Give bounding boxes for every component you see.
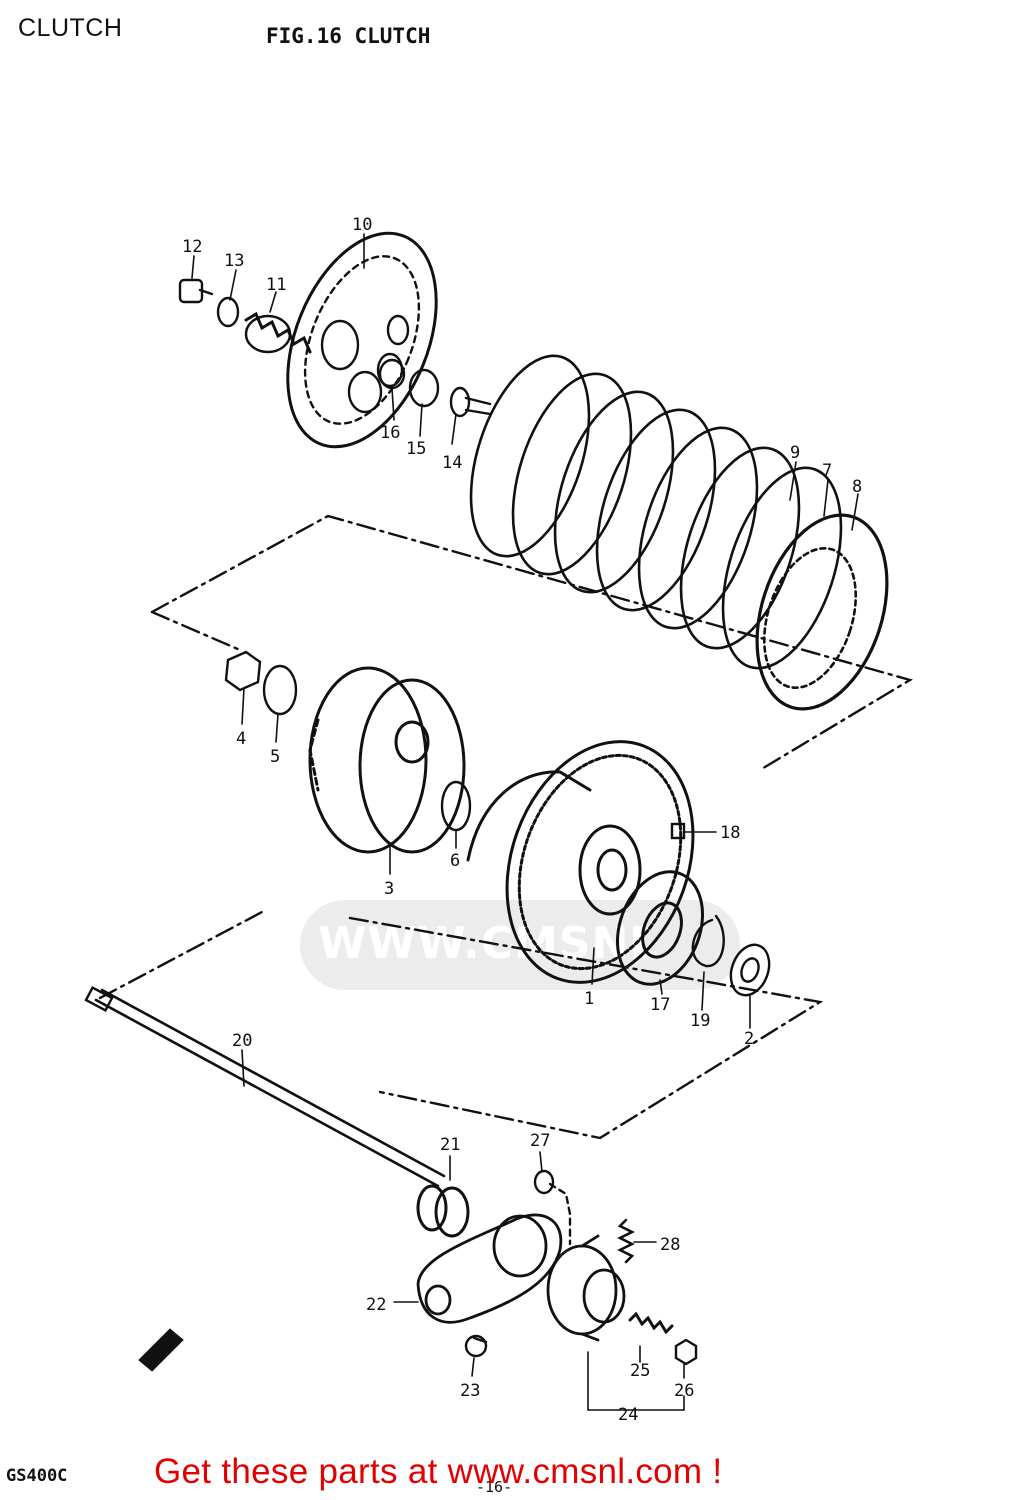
callout-13: 13 [224, 251, 244, 271]
callout-20: 20 [232, 1031, 252, 1051]
push-piece-part-14 [449, 386, 492, 418]
spring-part-25 [628, 1311, 674, 1335]
callout-23: 23 [460, 1381, 480, 1401]
callout-2: 2 [744, 1029, 754, 1049]
page-title: CLUTCH [18, 14, 123, 42]
callout-22: 22 [366, 1295, 386, 1315]
assembly-guide-lower [98, 910, 824, 1140]
leader-lines [191, 233, 859, 1411]
figure-title: FIG.16 CLUTCH [266, 24, 431, 48]
callout-19: 19 [690, 1011, 710, 1031]
model-code: GS400C [6, 1466, 68, 1486]
callout-28: 28 [660, 1235, 680, 1255]
nut-part-26 [674, 1338, 698, 1366]
lock-washer-part-5 [262, 664, 298, 716]
circlip-part-19 [691, 914, 725, 968]
callout-9: 9 [790, 443, 800, 463]
callout-12: 12 [182, 237, 202, 257]
clutch-spring-part-11 [244, 311, 312, 354]
callout-17: 17 [650, 995, 670, 1015]
callout-8: 8 [852, 477, 862, 497]
callout-11: 11 [266, 275, 286, 295]
return-spring-part-28 [617, 1218, 635, 1264]
assembly-guide-upper [150, 514, 914, 772]
sleeve-hub-part-3 [308, 666, 466, 854]
callout-27: 27 [530, 1131, 550, 1151]
clutch-release-part-24 [546, 1234, 626, 1342]
spacer-part-18 [670, 822, 686, 840]
callout-21: 21 [440, 1135, 460, 1155]
callout-25: 25 [630, 1361, 650, 1381]
clutch-plate-stack [469, 354, 889, 711]
callout-24: 24 [618, 1405, 638, 1425]
washer-part-13 [216, 296, 240, 328]
pressure-plate-part-10 [286, 231, 438, 449]
bolt-part-12 [178, 278, 214, 304]
thrust-washer-part-6 [440, 780, 472, 832]
release-arm-part-22 [416, 1213, 563, 1324]
callout-18: 18 [720, 823, 740, 843]
primary-drive-gear-part-17 [615, 870, 705, 986]
callout-1: 1 [584, 989, 594, 1009]
callout-7: 7 [822, 461, 832, 481]
bolt-part-27 [533, 1169, 572, 1246]
forward-direction-arrow-icon [138, 1328, 184, 1372]
callout-6: 6 [450, 851, 460, 871]
callout-26: 26 [674, 1381, 694, 1401]
screw-part-23 [464, 1334, 488, 1358]
callout-labels: 1 2 3 4 5 6 7 8 9 10 11 12 13 14 15 16 1… [182, 215, 862, 1425]
callout-15: 15 [406, 439, 426, 459]
promo-link[interactable]: Get these parts at www.cmsnl.com ! [154, 1452, 723, 1491]
callout-10: 10 [352, 215, 372, 235]
nut-part-4 [224, 650, 262, 692]
callout-5: 5 [270, 747, 280, 767]
callout-14: 14 [442, 453, 462, 473]
bearing-part-15 [408, 368, 440, 408]
oil-seal-part-21 [416, 1184, 470, 1238]
page-number: -16- [476, 1478, 513, 1496]
callout-3: 3 [384, 879, 394, 899]
callout-16: 16 [380, 423, 400, 443]
callout-4: 4 [236, 729, 246, 749]
assembly-guide-upper-left [150, 610, 242, 652]
primary-driven-gear-part-1 [466, 740, 695, 984]
washer-part-2 [729, 943, 771, 997]
push-rod-part-20 [84, 986, 446, 1188]
